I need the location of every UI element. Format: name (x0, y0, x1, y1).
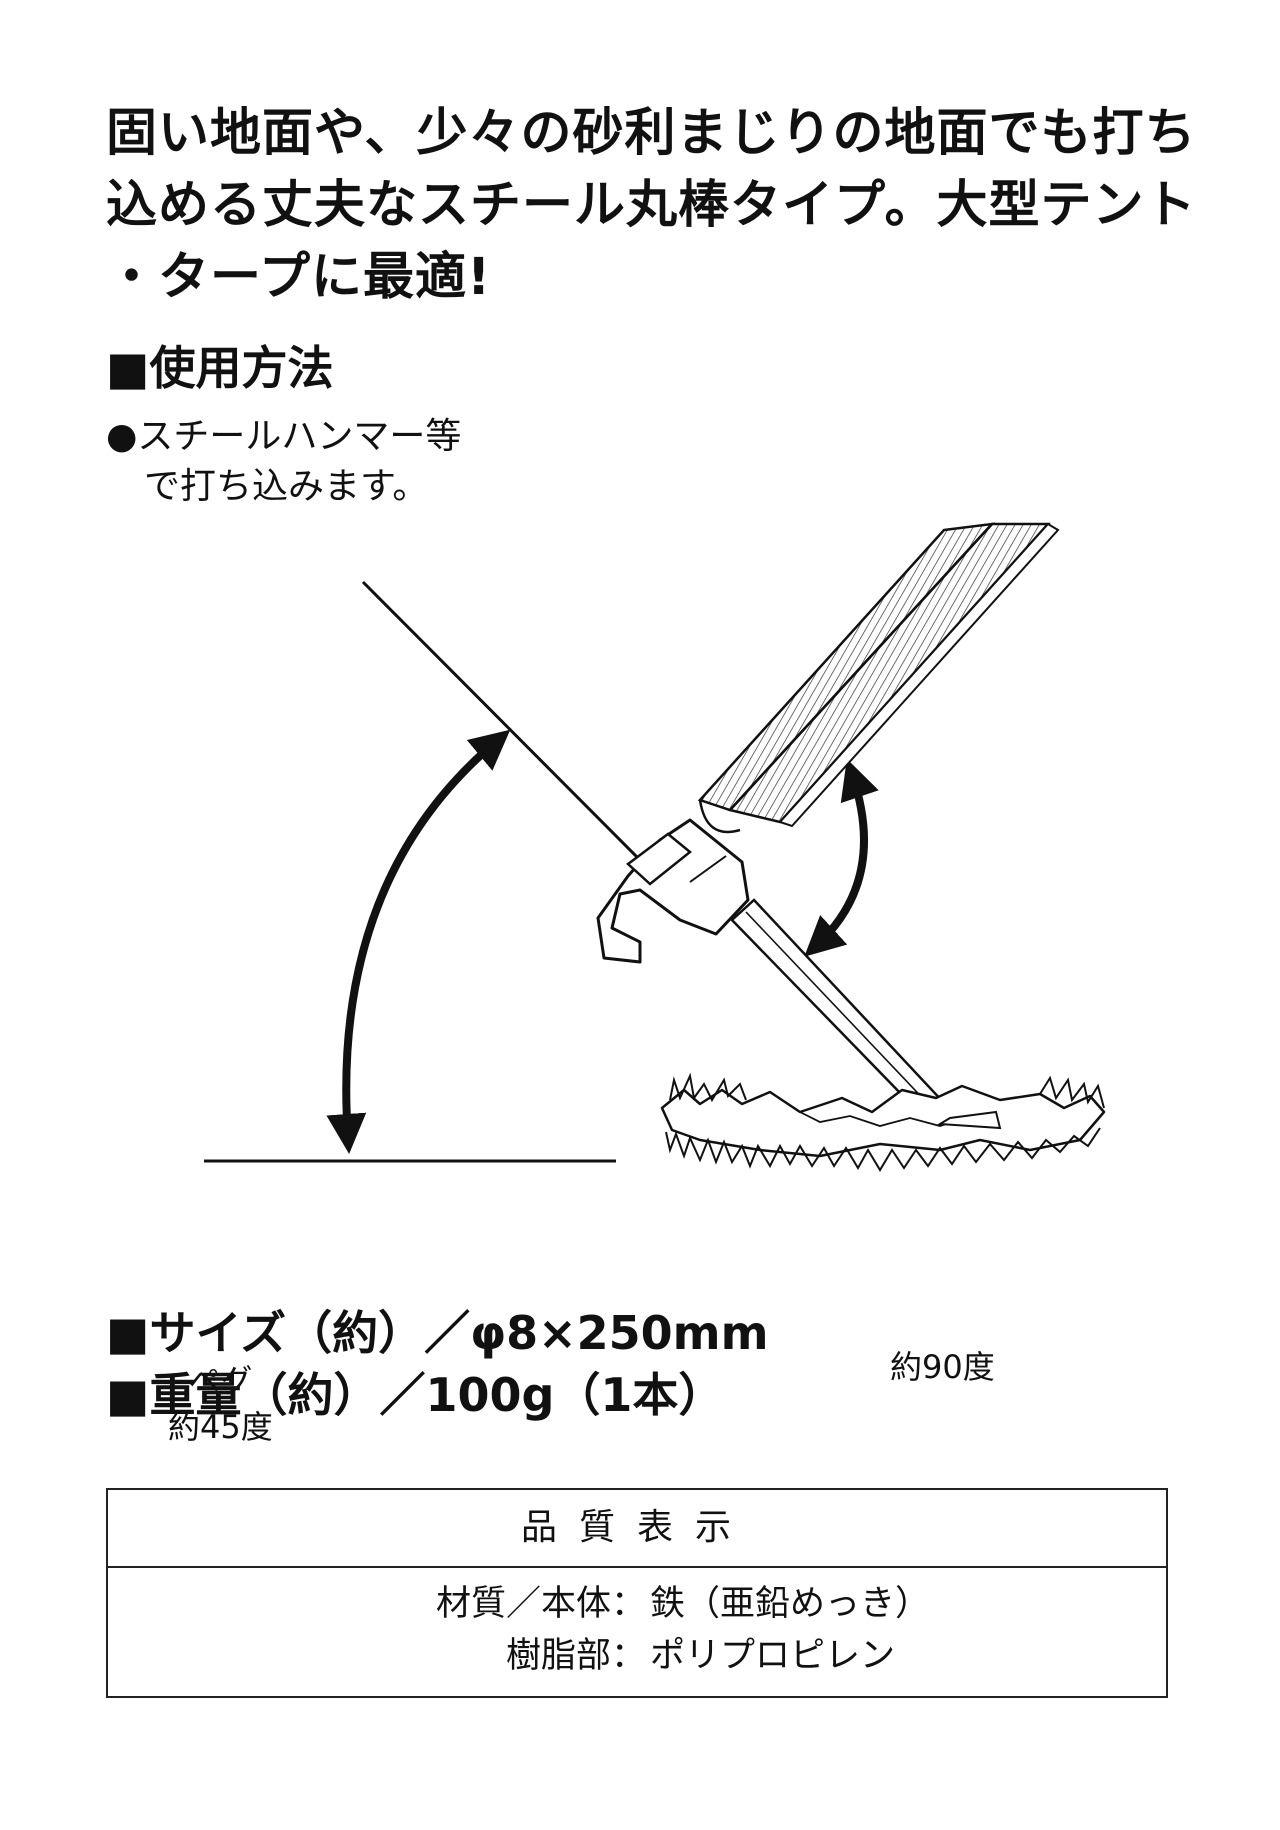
peg-angle-label: ペグ 約45度 (168, 1358, 273, 1450)
usage-heading: ■使用方法 (106, 341, 334, 395)
spec-size: ■サイズ（約）／φ8×250mm (106, 1306, 769, 1360)
intro-text: 固い地面や、少々の砂利まじりの地面でも打ち 込める丈夫なスチール丸棒タイプ。大型… (106, 98, 1206, 314)
quality-header: 品質表示 (108, 1490, 1166, 1568)
peg-illustration (596, 818, 962, 1136)
rope-angle-label: 約90度 (890, 1344, 995, 1390)
quality-row: 樹脂部： ポリプロピレン (108, 1630, 1166, 1682)
spec-weight: ■重量（約）／100g（1本） (106, 1368, 725, 1422)
quality-row-label: 樹脂部： (505, 1636, 646, 1676)
intro-line-2: 込める丈夫なスチール丸棒タイプ。大型テント (106, 176, 1197, 235)
grass-illustration (660, 1072, 1106, 1172)
angle-90-arrow (804, 758, 879, 957)
quality-row-value: ポリプロピレン (650, 1636, 896, 1676)
quality-row-label: 材質／本体： (435, 1584, 646, 1624)
quality-label-table: 品質表示 材質／本体： 鉄（亜鉛めっき） 樹脂部： ポリプロピレン (106, 1488, 1168, 1698)
usage-instructions: ●スチールハンマー等 で打ち込みます。 (106, 412, 461, 512)
rope-label-text: 約90度 (890, 1348, 995, 1386)
intro-line-3: ・タープに最適! (106, 248, 492, 307)
peg-label-line-2: 約45度 (168, 1408, 273, 1446)
angle-guide-line (361, 580, 642, 862)
angle-45-arrow (326, 729, 511, 1154)
intro-line-1: 固い地面や、少々の砂利まじりの地面でも打ち (106, 104, 1197, 163)
quality-body: 材質／本体： 鉄（亜鉛めっき） 樹脂部： ポリプロピレン (108, 1568, 1166, 1682)
spec-list: ■サイズ（約）／φ8×250mm ■重量（約）／100g（1本） (106, 1302, 769, 1426)
quality-row: 材質／本体： 鉄（亜鉛めっき） (108, 1578, 1166, 1630)
rope-illustration (697, 522, 1060, 834)
peg-angle-diagram: ペグ 約45度 約90度 (0, 500, 1280, 1446)
quality-row-value: 鉄（亜鉛めっき） (650, 1584, 931, 1624)
peg-label-line-1: ペグ (188, 1362, 253, 1400)
usage-line-1: ●スチールハンマー等 (106, 416, 462, 457)
usage-line-2: で打ち込みます。 (144, 466, 429, 507)
